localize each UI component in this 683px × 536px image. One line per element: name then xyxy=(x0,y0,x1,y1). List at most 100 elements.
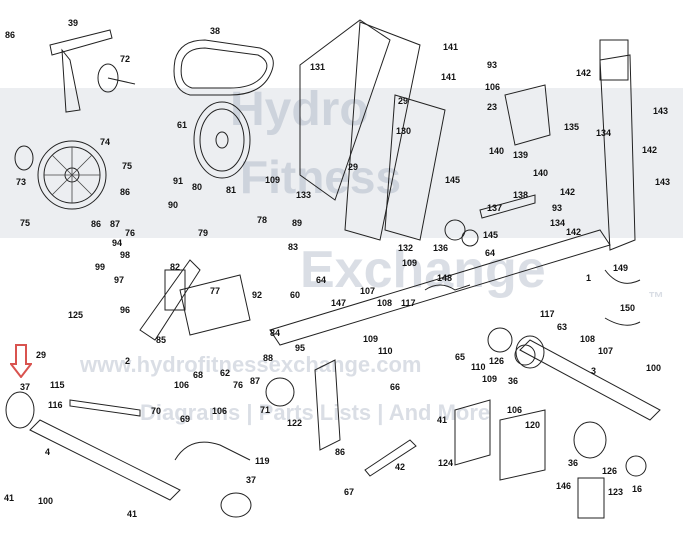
part-label: 79 xyxy=(198,228,209,238)
part-label: 117 xyxy=(401,298,416,308)
part-label: 119 xyxy=(255,456,270,466)
stabilizer-3 xyxy=(519,339,661,421)
part-label: 61 xyxy=(177,120,188,130)
part-label: 99 xyxy=(95,262,106,272)
part-label: 126 xyxy=(602,466,618,476)
part-label: 109 xyxy=(482,374,498,384)
bracket-39 xyxy=(49,29,113,56)
part-label: 124 xyxy=(438,458,454,468)
part-label: 95 xyxy=(295,343,306,353)
part-label: 137 xyxy=(487,203,503,213)
watermark-band xyxy=(0,88,683,238)
part-label: 78 xyxy=(257,215,268,225)
flywheel-61 xyxy=(193,101,251,179)
power-cord-119 xyxy=(174,441,251,461)
part-label: 107 xyxy=(598,346,614,356)
part-label: 39 xyxy=(68,18,79,28)
arm-137 xyxy=(479,194,536,219)
part-label: 149 xyxy=(613,263,629,273)
cover-123 xyxy=(577,477,605,519)
part-label: 38 xyxy=(210,26,221,36)
part-label: 90 xyxy=(168,200,179,210)
watermark-brand-line3: Exchange xyxy=(300,241,546,299)
upright-122 xyxy=(314,359,341,451)
part-label: 123 xyxy=(608,487,624,497)
part-label: 116 xyxy=(48,400,63,410)
part-label: 75 xyxy=(122,161,133,171)
wire-150 xyxy=(604,317,641,326)
bracket-82 xyxy=(164,269,186,311)
part-label: 92 xyxy=(252,290,263,300)
part-label: 139 xyxy=(513,150,529,160)
part-label: 75 xyxy=(20,218,31,228)
part-label: 107 xyxy=(360,286,376,296)
part-label: 77 xyxy=(210,286,221,296)
part-label: 3 xyxy=(591,366,597,376)
part-label: 91 xyxy=(173,176,184,186)
part-label: 89 xyxy=(292,218,303,228)
part-label: 134 xyxy=(596,128,612,138)
part-label: 87 xyxy=(250,376,261,386)
part-label: 1 xyxy=(586,273,592,283)
rail-130 xyxy=(344,21,421,241)
belt-38 xyxy=(173,39,274,96)
watermark-tagline: Diagrams | Parts Lists | And More xyxy=(140,400,491,425)
part-label: 142 xyxy=(642,145,658,155)
part-label: 94 xyxy=(112,238,123,248)
watermark-url: www.hydrofitnessexchange.com xyxy=(80,352,422,377)
part-label: 4 xyxy=(45,447,51,457)
panel-120 xyxy=(499,409,546,481)
part-label: 41 xyxy=(4,493,15,503)
part-label: 145 xyxy=(445,175,461,185)
part-label: 134 xyxy=(550,218,566,228)
wire-149 xyxy=(604,269,641,284)
part-label: 68 xyxy=(193,370,204,380)
part-label: 66 xyxy=(390,382,401,392)
bar-116 xyxy=(69,399,141,417)
bracket-92 xyxy=(179,274,251,336)
part-label: 2 xyxy=(125,356,131,366)
bracket-arm xyxy=(61,48,81,113)
part-label: 110 xyxy=(378,346,393,356)
part-label: 64 xyxy=(316,275,327,285)
part-label: 29 xyxy=(36,350,47,360)
part-label: 133 xyxy=(296,190,312,200)
part-label: 76 xyxy=(233,380,244,390)
part-label: 86 xyxy=(335,447,346,457)
part-label: 72 xyxy=(120,54,131,64)
part-label: 135 xyxy=(564,122,580,132)
part-label: 138 xyxy=(513,190,529,200)
part-label: 41 xyxy=(127,509,138,519)
part-label: 63 xyxy=(557,322,568,332)
watermark-brand-line1: Hydro xyxy=(230,83,369,136)
part-label: 86 xyxy=(120,187,131,197)
part-label: 108 xyxy=(377,298,393,308)
pointer-arrow-icon xyxy=(10,344,32,378)
part-label: 125 xyxy=(68,310,84,320)
watermark-brand-line2: Fitness xyxy=(240,151,402,203)
part-label: 41 xyxy=(437,415,448,425)
part-label: 142 xyxy=(566,227,582,237)
part-label: 62 xyxy=(220,368,231,378)
part-label: 132 xyxy=(398,243,414,253)
part-label: 106 xyxy=(174,380,190,390)
part-label: 106 xyxy=(507,405,523,415)
wheel-36b xyxy=(573,421,607,459)
part-label: 136 xyxy=(433,243,449,253)
track-42 xyxy=(364,439,417,477)
part-label: 109 xyxy=(363,334,379,344)
panel-124 xyxy=(454,399,491,466)
part-label: 88 xyxy=(263,353,274,363)
cap-16 xyxy=(625,455,647,477)
part-label: 141 xyxy=(441,72,457,82)
part-label: 109 xyxy=(265,175,281,185)
part-label: 115 xyxy=(50,380,65,390)
roller-126 xyxy=(514,344,536,366)
part-label: 122 xyxy=(287,418,303,428)
part-label: 37 xyxy=(246,475,257,485)
part-label: 140 xyxy=(489,146,505,156)
roller-62 xyxy=(487,327,513,353)
part-label: 29 xyxy=(398,96,409,106)
part-label: 85 xyxy=(156,335,167,345)
